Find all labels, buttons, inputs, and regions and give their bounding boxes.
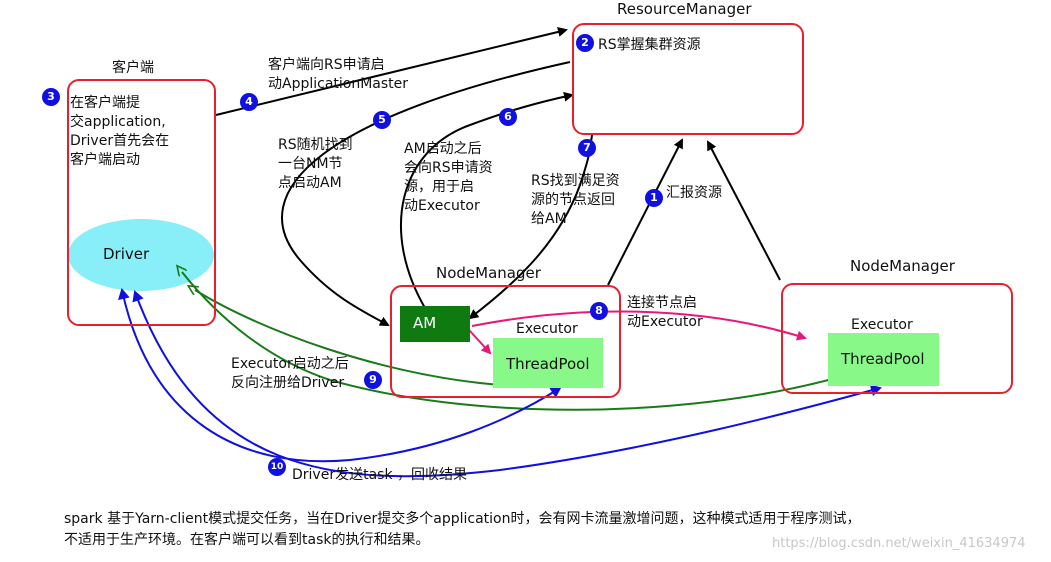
resource-manager-title: ResourceManager [617, 0, 752, 18]
step4-badge: 4 [240, 93, 258, 111]
am-box [400, 306, 470, 342]
step6-badge: 6 [499, 108, 517, 126]
arrow-nm1-report [607, 138, 683, 286]
step10-label: Driver发送task ，回收结果 [292, 467, 467, 483]
executor1-label: Executor [516, 321, 578, 337]
threadpool1-box [493, 338, 603, 388]
arrow-client-to-rm [215, 27, 568, 116]
threadpool2-box [828, 333, 939, 386]
node-manager-1-title: NodeManager [436, 264, 541, 282]
step1-badge: 1 [645, 189, 663, 207]
arrow-am-to-rm [400, 91, 574, 309]
arrow-nm2-report [707, 140, 781, 281]
executor2-label: Executor [851, 317, 913, 333]
step3-badge: 3 [42, 88, 60, 106]
arrow-driver-executor2 [132, 290, 882, 478]
step9-label: Executor启动之后 反向注册给Driver [231, 356, 349, 391]
step4-label: 客户端向RS申请启 动ApplicationMaster [268, 57, 409, 92]
threadpool2-label: ThreadPool [841, 350, 925, 368]
step7-label: RS找到满足资 源的节点返回 给AM [531, 173, 620, 227]
step8-badge: 8 [590, 302, 608, 320]
client-box [67, 79, 216, 326]
watermark: https://blog.csdn.net/weixin_41634974 [772, 536, 1026, 551]
node-manager-2-box [781, 283, 1013, 394]
am-label: AM [413, 314, 437, 332]
step8-label: 连接节点启 动Executor [627, 295, 703, 330]
rm-description: RS掌握集群资源 [598, 37, 701, 53]
step6-label: AM启动之后 会向RS申请资 源，用于启 动Executor [404, 141, 493, 214]
client-description: 在客户端提 交application, Driver首先会在 客户端启动 [70, 95, 170, 168]
step5-label: RS随机找到 一台NM节 点启动AM [278, 137, 353, 191]
driver-label: Driver [103, 245, 150, 263]
caption: spark 基于Yarn-client模式提交任务，当在Driver提交多个ap… [64, 511, 861, 548]
step10-badge: 10 [268, 458, 286, 476]
step5-badge: 5 [373, 111, 391, 129]
node-manager-1-box [390, 285, 621, 398]
step7-badge: 7 [578, 139, 596, 157]
node-manager-2-title: NodeManager [850, 257, 955, 275]
step9-badge: 9 [364, 371, 382, 389]
threadpool1-label: ThreadPool [506, 355, 590, 373]
resource-manager-box [572, 23, 804, 135]
client-title: 客户端 [112, 60, 154, 76]
step2-badge: 2 [576, 34, 594, 52]
step1-label: 汇报资源 [666, 185, 722, 201]
